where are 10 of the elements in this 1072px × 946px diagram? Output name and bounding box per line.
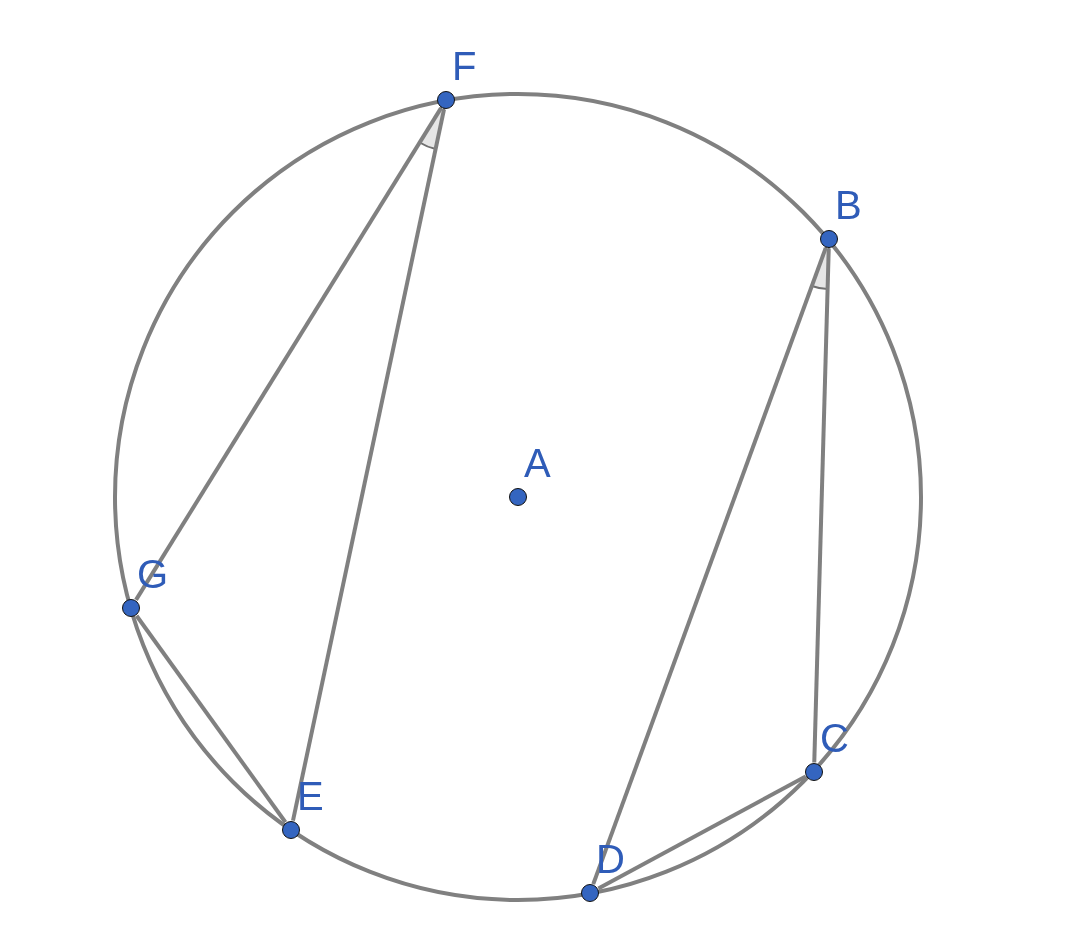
line-segment <box>591 247 828 885</box>
line-segment <box>812 248 831 763</box>
point-label: A <box>524 443 551 483</box>
line-segment <box>291 108 446 822</box>
line-segment <box>597 774 807 891</box>
line-segment <box>134 614 288 824</box>
point-label: B <box>835 185 862 225</box>
point-label: F <box>452 46 477 86</box>
line-segment <box>134 107 443 601</box>
point-label: E <box>297 776 324 816</box>
